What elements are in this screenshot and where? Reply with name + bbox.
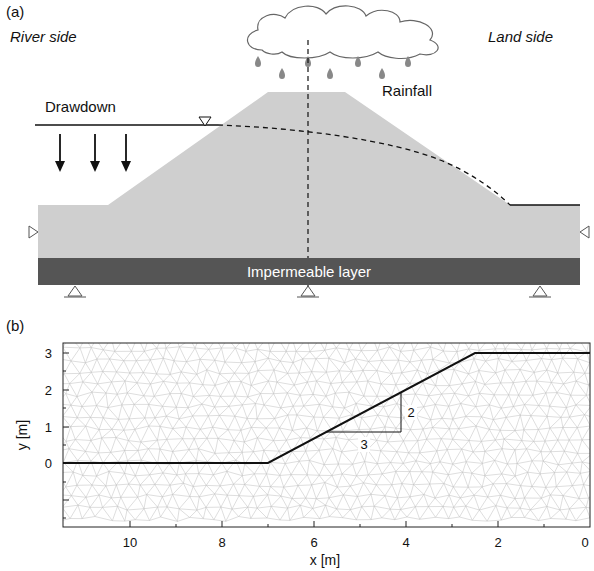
- tick: [63, 482, 66, 483]
- raindrop: [255, 56, 261, 67]
- tick: [130, 521, 131, 527]
- ground-line: [510, 204, 580, 206]
- tick: [63, 427, 69, 428]
- tick: [63, 408, 66, 409]
- tick-label: 6: [310, 536, 317, 549]
- tick-label: 8: [218, 536, 225, 549]
- tick: [268, 524, 269, 527]
- tick: [63, 500, 69, 501]
- tick: [176, 524, 177, 527]
- plot-frame: [63, 343, 590, 527]
- band-label: Impermeable layer: [247, 263, 371, 280]
- slope-triangle: [326, 392, 401, 432]
- raindrop: [327, 68, 333, 79]
- phreatic-line: [218, 125, 510, 205]
- tick-label: 1: [45, 421, 52, 434]
- tick-label: 4: [402, 536, 409, 549]
- water-level: [35, 124, 218, 126]
- tick: [314, 521, 315, 527]
- raindrops: [255, 56, 411, 79]
- water-symbol: [199, 117, 211, 126]
- axis-ticks: [63, 353, 544, 527]
- tick-label: 0: [581, 536, 588, 549]
- section-line: [307, 40, 308, 258]
- panel-label: (b): [6, 318, 24, 333]
- tick: [406, 521, 407, 527]
- tick: [498, 521, 499, 527]
- panel-label: (a): [6, 4, 24, 19]
- tick: [452, 524, 453, 527]
- raindrop: [355, 56, 361, 67]
- tick-label: 3: [45, 347, 52, 360]
- supports: [29, 226, 589, 297]
- tick: [63, 445, 66, 446]
- tick: [544, 524, 545, 527]
- impermeable-band: Impermeable layer: [38, 258, 580, 285]
- mesh: [63, 343, 590, 521]
- raindrop: [405, 56, 411, 67]
- axis-title: y [m]: [15, 420, 29, 450]
- tick-label: 0: [45, 457, 52, 470]
- slope-boundary: [63, 353, 590, 463]
- tick-label: 2: [494, 536, 501, 549]
- tick: [63, 371, 66, 372]
- tick: [222, 521, 223, 527]
- drawdown-label: Drawdown: [45, 99, 116, 114]
- axis-title: x [m]: [310, 553, 340, 567]
- raindrop: [279, 68, 285, 79]
- side-label: Land side: [488, 29, 553, 44]
- tick-label: 2: [45, 384, 52, 397]
- slope-ratio: 3: [358, 437, 369, 452]
- raindrop: [379, 68, 385, 79]
- tick: [63, 518, 66, 519]
- slope-ratio: 2: [405, 405, 416, 420]
- cloud: [247, 6, 438, 59]
- side-label: River side: [10, 29, 77, 44]
- rainfall-label: Rainfall: [382, 83, 432, 98]
- tick: [63, 390, 69, 391]
- levee-body: [38, 92, 580, 258]
- tick-label: 10: [123, 536, 137, 549]
- drawdown-arrows: [55, 134, 131, 172]
- tick: [63, 353, 69, 354]
- tick: [360, 524, 361, 527]
